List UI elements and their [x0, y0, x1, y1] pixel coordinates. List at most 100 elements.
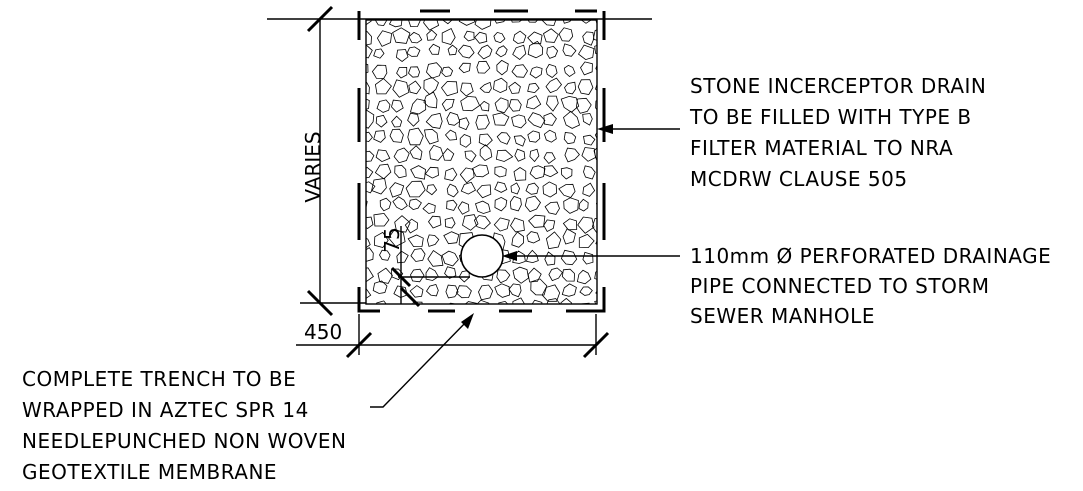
stone-shape	[591, 217, 597, 234]
stone-shape	[594, 270, 597, 280]
trench-label: COMPLETE TRENCH TO BE WRAPPED IN AZTEC S…	[22, 367, 353, 484]
stone-shape	[391, 268, 404, 281]
stone-shape	[494, 181, 508, 193]
stone-shape	[512, 44, 527, 61]
stone-shape	[409, 145, 423, 161]
stone-shape	[474, 20, 492, 30]
stone-shape	[429, 144, 444, 161]
stone-shape	[496, 269, 511, 284]
stone-shape	[423, 20, 440, 31]
stone-shape	[495, 149, 514, 162]
stone-shape	[372, 280, 388, 294]
stone-shape	[581, 147, 596, 162]
stone-shape	[563, 132, 577, 145]
stone-shape	[496, 59, 509, 76]
stone-shape	[494, 20, 506, 24]
stone-shape	[543, 165, 559, 178]
stone-shape	[393, 147, 410, 164]
stone-shape	[373, 212, 390, 227]
stone-shape	[371, 64, 388, 79]
stone-shape	[441, 66, 454, 78]
stone-shape	[527, 20, 539, 23]
stone-shape	[366, 247, 374, 262]
stone-shape	[541, 20, 557, 26]
stone-shape	[462, 214, 479, 231]
stone-shape	[425, 284, 439, 297]
stone-shape	[376, 30, 393, 47]
stone-shape	[531, 299, 543, 304]
stone-shape	[545, 63, 558, 79]
stone-shape	[379, 197, 392, 212]
stone-shape	[463, 30, 475, 42]
stone-shape	[546, 45, 559, 59]
stone-shape	[595, 99, 597, 111]
stone-shape	[583, 134, 596, 146]
stone-shape	[510, 217, 525, 233]
stone-shape	[392, 79, 410, 98]
width-dimension	[296, 314, 610, 359]
stone-shape	[544, 251, 556, 266]
stone-shape	[408, 198, 422, 211]
stone-shape	[544, 201, 560, 215]
stone-shape	[494, 283, 511, 298]
stone-shape	[598, 166, 610, 179]
stone-shape	[528, 214, 546, 228]
stone-shape	[473, 215, 491, 230]
stone-shape	[407, 127, 424, 146]
stone-shape	[410, 165, 426, 180]
stone-shape	[442, 20, 453, 25]
stone-shape	[560, 95, 580, 113]
stone-shape	[583, 165, 596, 180]
stone-shape	[479, 144, 493, 161]
stone-shape	[366, 109, 375, 129]
stone-shape	[561, 283, 577, 297]
stone-shape	[546, 95, 559, 112]
stone-shape	[475, 114, 490, 130]
stone-shape	[545, 77, 563, 94]
stone-shape	[366, 44, 373, 59]
stone-shape	[388, 228, 406, 248]
stone-shape	[513, 167, 527, 181]
stone-shape	[564, 81, 577, 95]
stone-shape	[373, 130, 386, 143]
stone-shape	[492, 112, 510, 126]
stone-shape	[424, 166, 439, 179]
stone-shape	[593, 147, 597, 160]
stone-shape	[366, 166, 374, 179]
stone-shape	[410, 248, 426, 262]
stone-shape	[396, 250, 409, 264]
stone-shape	[495, 45, 508, 58]
stone-shape	[548, 267, 563, 282]
stone-shape	[494, 196, 508, 212]
stone-shape	[366, 267, 374, 283]
stone-shape	[366, 288, 372, 299]
stone-shape	[511, 20, 523, 23]
geotextile-membrane	[357, 9, 606, 313]
stone-shape	[595, 239, 597, 245]
stone-shape	[562, 43, 577, 57]
stone-shape	[426, 62, 443, 79]
stone-shape	[562, 20, 572, 24]
stone-shape	[444, 129, 458, 141]
stone-shape	[474, 31, 488, 44]
stone-shape	[527, 267, 542, 283]
stone-shape	[577, 216, 595, 234]
stone-shape	[494, 166, 507, 178]
stone-shape	[529, 66, 543, 79]
stone-shape	[460, 95, 481, 112]
stone-shape	[443, 231, 460, 245]
stone-shape	[458, 117, 470, 131]
stone-shape	[527, 130, 541, 143]
stone-shape	[425, 112, 443, 129]
stone-shape	[527, 40, 544, 59]
stone-shape	[366, 98, 370, 110]
stone-drain-leader	[597, 124, 680, 134]
stone-shape	[427, 249, 444, 267]
stone-shape	[441, 99, 455, 112]
stone-shape	[577, 44, 595, 61]
stone-shape	[464, 301, 478, 304]
stone-shape	[391, 99, 404, 113]
stone-shape	[511, 64, 528, 78]
stone-shape	[388, 20, 403, 28]
stone-shape	[392, 196, 408, 211]
